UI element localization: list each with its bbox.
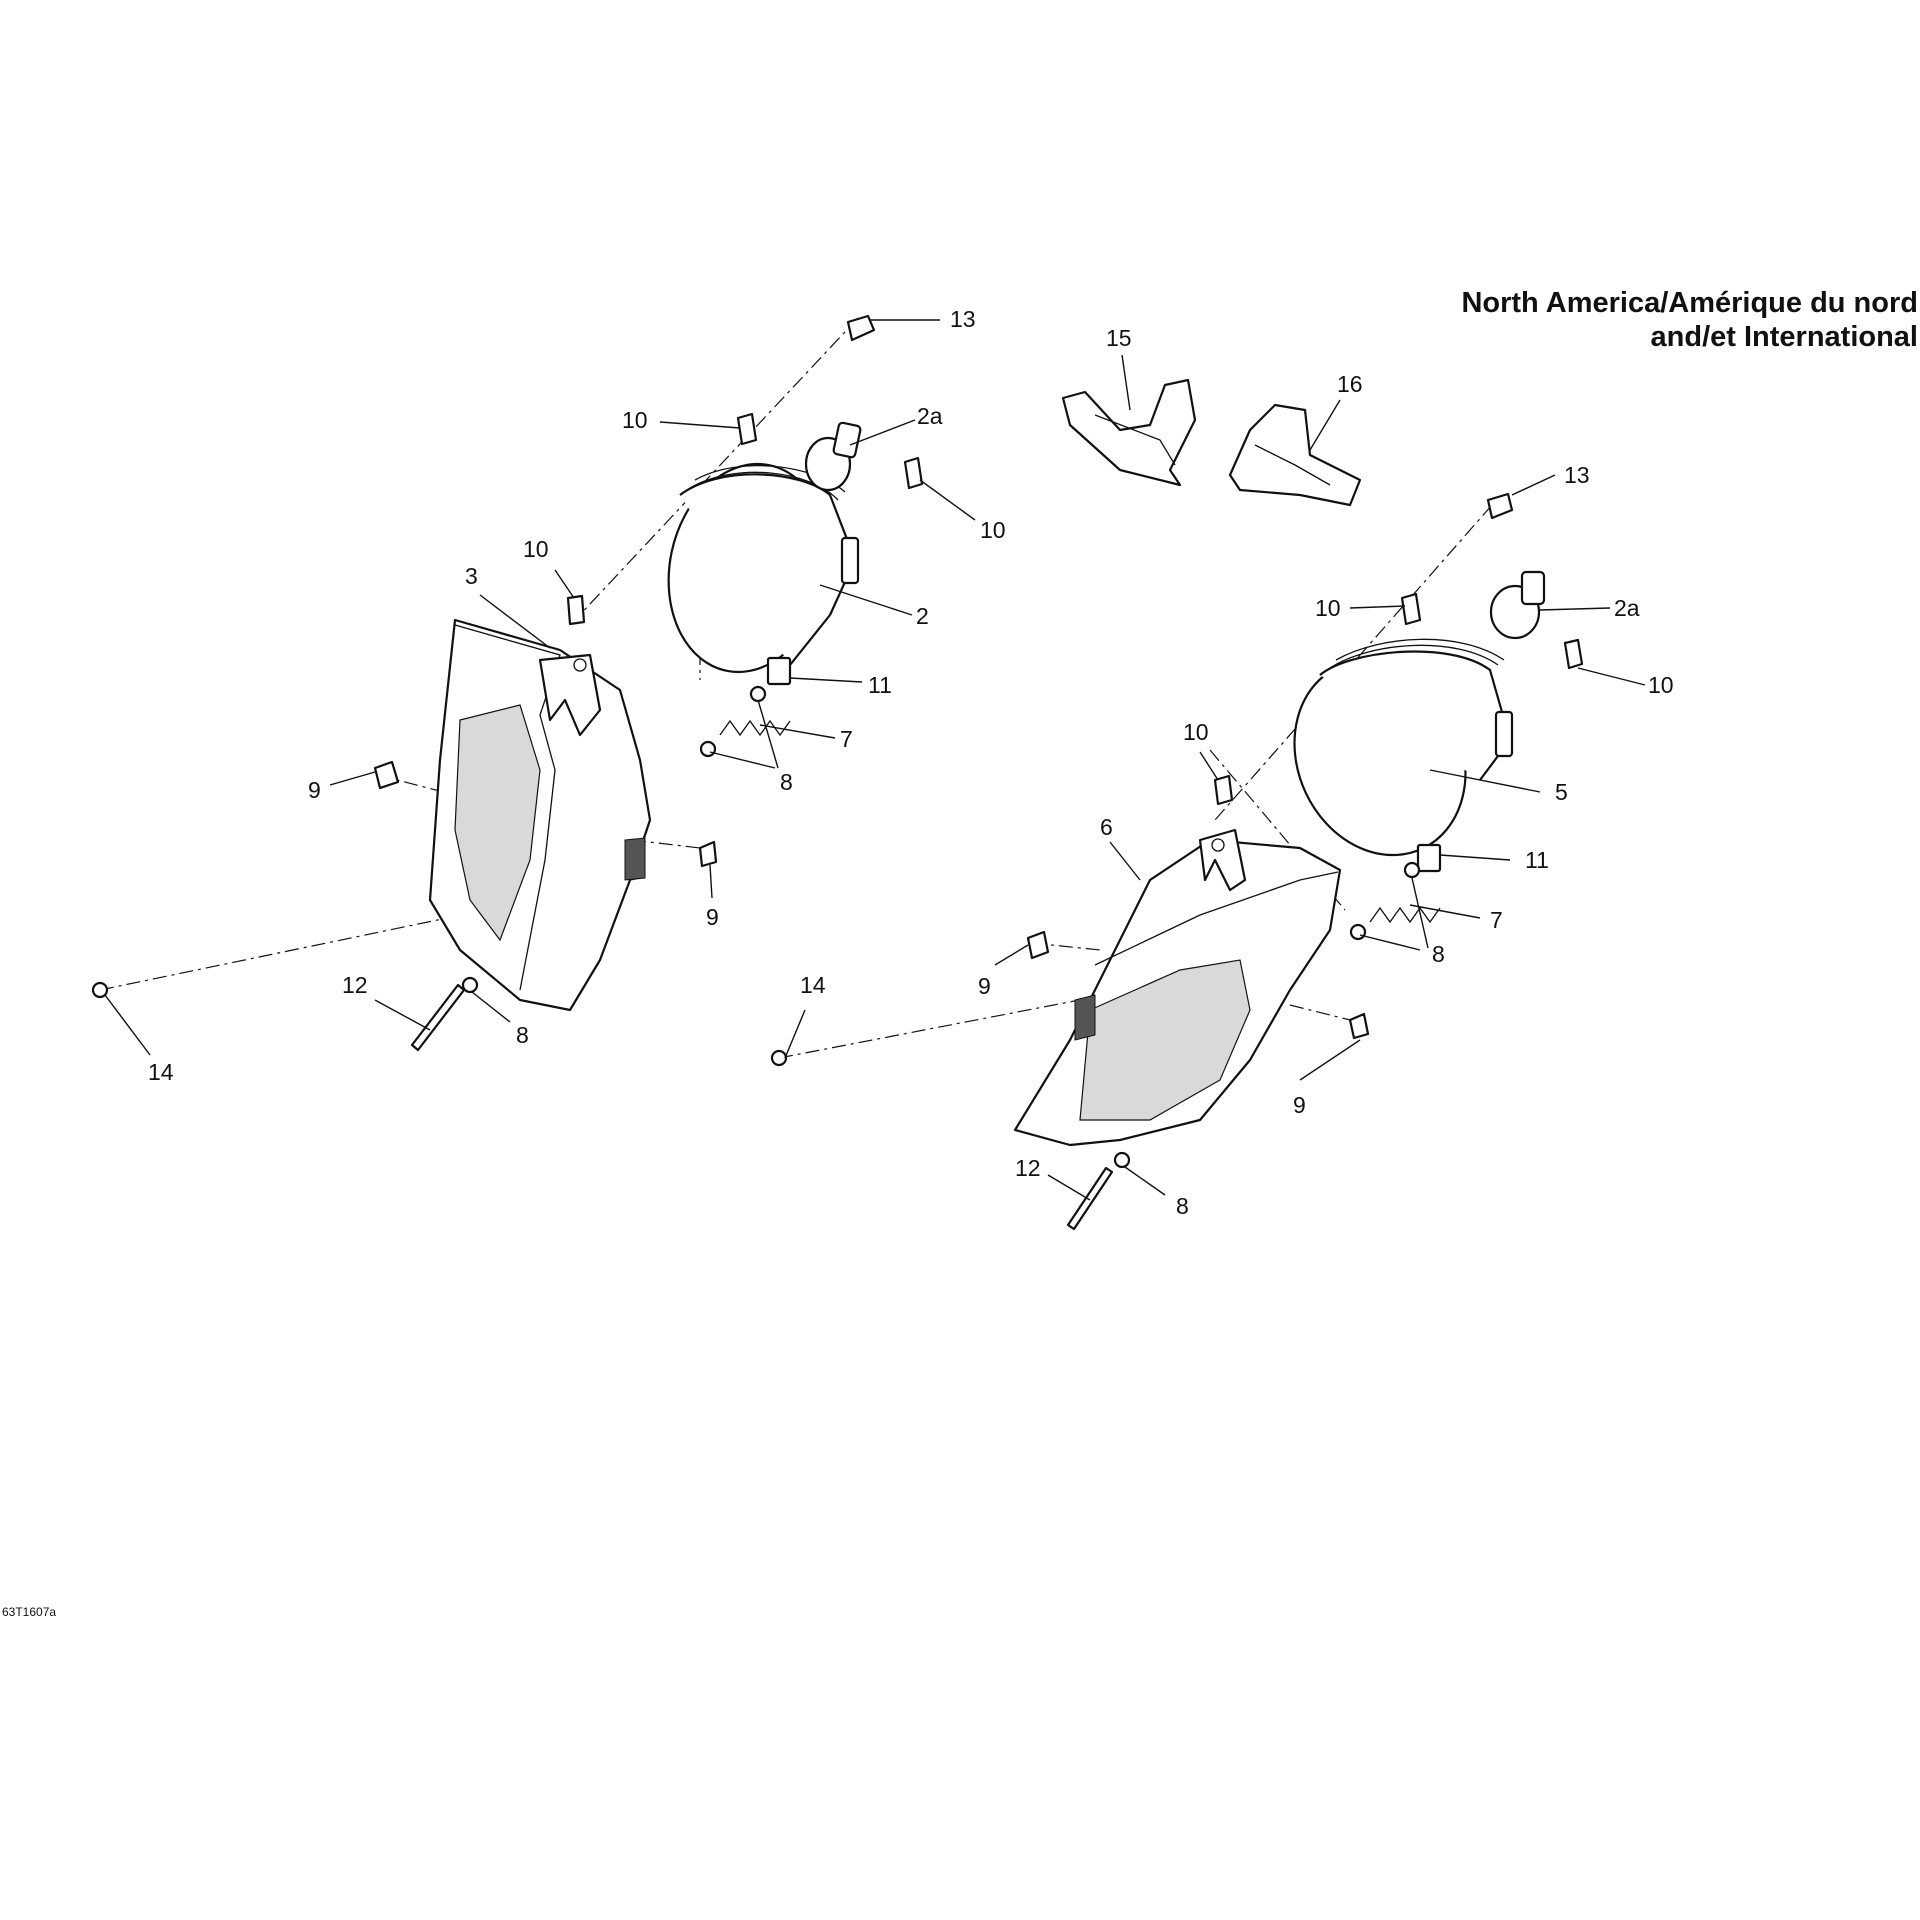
right-headlamp-part — [1293, 638, 1514, 873]
callout-left-9-right: 9 — [706, 904, 719, 930]
callout-left-8-bottom: 8 — [516, 1022, 529, 1048]
callout-right-8-spring: 8 — [1432, 941, 1445, 967]
callout-left-7: 7 — [840, 726, 853, 752]
callout-right-5: 5 — [1555, 779, 1568, 805]
callout-right-7: 7 — [1490, 907, 1503, 933]
callout-left-13: 13 — [950, 306, 976, 332]
callout-left-10-top: 10 — [622, 407, 648, 433]
callout-right-10-right: 10 — [1648, 672, 1674, 698]
region-title-line-1: North America/Amérique du nord — [1461, 287, 1918, 319]
callout-right-9-left: 9 — [978, 973, 991, 999]
callout-left-9-left: 9 — [308, 777, 321, 803]
callout-left-11: 11 — [868, 672, 892, 698]
left-spring-part — [699, 685, 791, 758]
right-bracket-15-part — [1061, 378, 1197, 487]
callout-left-2a: 2a — [917, 403, 943, 429]
right-spring-part — [1349, 861, 1441, 941]
callout-left-8-spring: 8 — [780, 769, 793, 795]
callout-right-11: 11 — [1525, 847, 1549, 873]
callout-right-12: 12 — [1015, 1155, 1041, 1181]
callout-left-2: 2 — [916, 603, 929, 629]
right-housing-part — [1013, 828, 1342, 1147]
left-fasteners — [91, 314, 876, 1052]
leader-lines — [104, 319, 1646, 1201]
callout-right-9-right: 9 — [1293, 1092, 1306, 1118]
callout-left-10-bracket: 10 — [523, 536, 549, 562]
figure-reference-code: 63T1607a — [2, 1605, 57, 1619]
left-headlamp-part — [667, 462, 860, 686]
callout-left-12: 12 — [342, 972, 368, 998]
callout-right-15: 15 — [1106, 325, 1132, 351]
callout-left-3: 3 — [465, 563, 478, 589]
callout-right-6: 6 — [1100, 814, 1113, 840]
right-clips — [1213, 592, 1584, 806]
callout-left-10-right: 10 — [980, 517, 1006, 543]
callout-right-10-bracket: 10 — [1183, 719, 1209, 745]
right-bulb-part — [1489, 570, 1546, 640]
left-housing-part — [428, 618, 652, 1012]
right-fasteners — [770, 492, 1514, 1231]
callout-right-10-top: 10 — [1315, 595, 1341, 621]
callout-right-13: 13 — [1564, 462, 1590, 488]
region-title: North America/Amérique du nord and/et In… — [1461, 286, 1918, 354]
region-title-line-2: and/et International — [1650, 321, 1918, 353]
callout-right-16: 16 — [1337, 371, 1363, 397]
left-bulb-part — [804, 421, 862, 492]
callout-left-14: 14 — [148, 1059, 174, 1085]
left-clips — [566, 412, 924, 626]
callout-right-2a: 2a — [1614, 595, 1640, 621]
callout-right-8-bottom: 8 — [1176, 1193, 1189, 1219]
right-bracket-16-part — [1228, 403, 1362, 507]
callout-right-14: 14 — [800, 972, 826, 998]
